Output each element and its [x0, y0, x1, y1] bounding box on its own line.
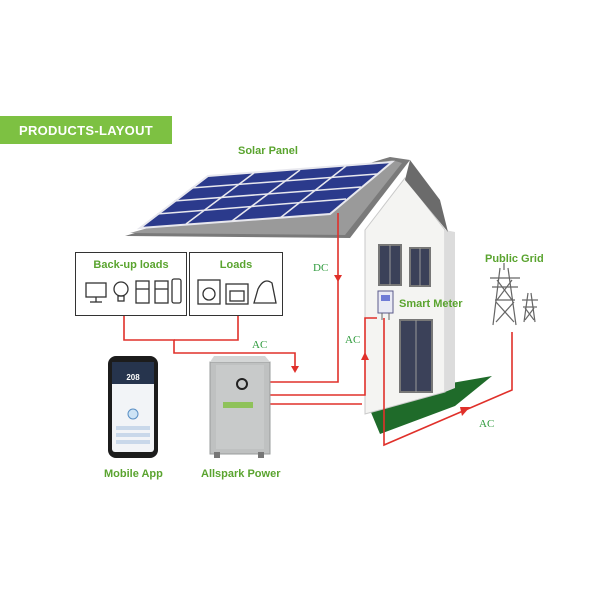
products-layout-banner: PRODUCTS-LAYOUT: [0, 116, 172, 144]
lightbulb-icon: [113, 281, 129, 297]
power-pylons: [490, 263, 538, 326]
phone-reading: 208: [126, 373, 140, 382]
ac-meter-flow-label: AC: [345, 334, 361, 346]
ac-grid-flow-label: AC: [479, 418, 495, 430]
monitor-icon: [85, 282, 107, 298]
roof-gable: [405, 160, 448, 232]
backup-loads-title: Back-up loads: [93, 259, 169, 271]
dc-flow-label: DC: [313, 262, 329, 274]
allspark-power-unit: [209, 356, 271, 458]
loads-box: Loads: [189, 252, 283, 316]
iron-icon: [253, 280, 277, 304]
banner-title: PRODUCTS-LAYOUT: [18, 122, 154, 138]
house-windows: [378, 244, 433, 393]
backup-appliance-icons: [85, 278, 182, 304]
oven-icon: [225, 283, 249, 305]
loads-appliance-icons: [197, 279, 277, 305]
house-side: [445, 230, 455, 392]
solar-panel-array: [136, 160, 396, 230]
smart-meter-label: Smart Meter: [399, 298, 463, 310]
solar-panel-label: Solar Panel: [238, 145, 298, 157]
mobile-phone: [108, 356, 158, 458]
fridge-icon: [135, 280, 150, 304]
backup-loads-box: Back-up loads: [75, 252, 187, 316]
fridge-small-icon: [154, 280, 169, 304]
allspark-power-label: Allspark Power: [201, 468, 281, 480]
loads-title: Loads: [219, 259, 253, 271]
phone-icon: [171, 278, 182, 304]
mobile-app-label: Mobile App: [104, 468, 163, 480]
washing-machine-icon: [197, 279, 221, 305]
ac-loads-flow-label: AC: [252, 339, 268, 351]
smart-meter-device: [377, 290, 394, 320]
wire-arrows: [291, 275, 470, 416]
lawn: [370, 376, 492, 434]
public-grid-label: Public Grid: [485, 253, 544, 265]
